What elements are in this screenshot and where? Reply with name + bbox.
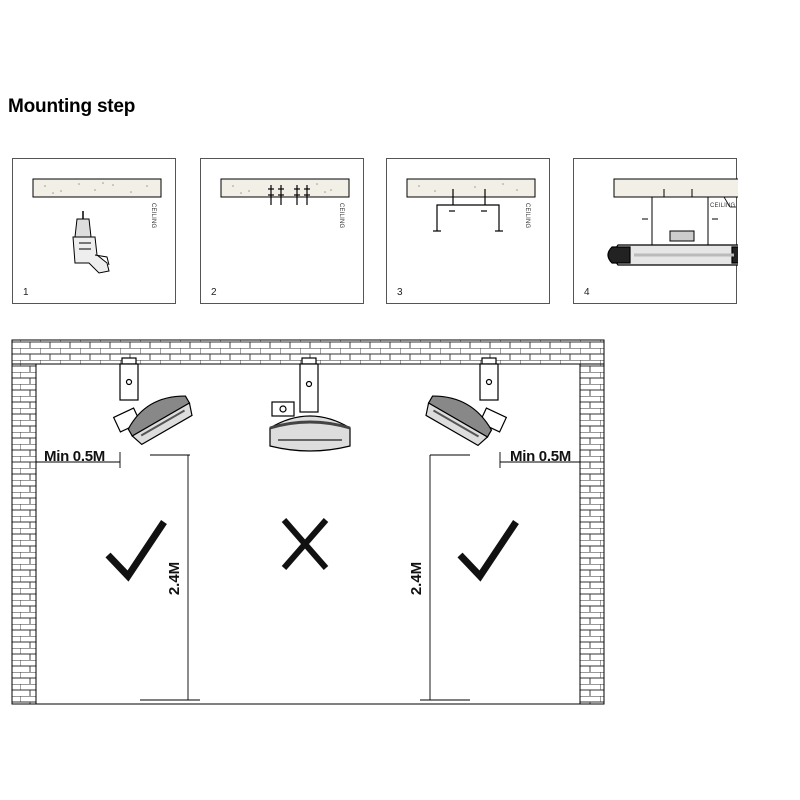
step-number: 1 [23,287,29,298]
ceiling-label: CEILING [524,203,530,229]
dimension-lines [36,452,580,701]
step-panel-3: CEILING 3 [386,158,550,304]
step-panel-1: CEILING 1 [12,158,176,304]
cross-mark-icon [281,518,329,570]
ceiling-label: CEILING [710,203,736,209]
page-title: Mounting step [8,96,136,117]
ceiling-slab [220,178,350,198]
anchor-bolts [268,185,310,205]
side-clearance-right: Min 0.5M [510,448,571,465]
step-3-drawing [406,178,536,232]
step-2-drawing [220,178,350,205]
ceiling-label: CEILING [150,203,156,229]
step-number: 4 [584,287,590,298]
step-panel-2: CEILING 2 [200,158,364,304]
drill-icon [72,211,110,274]
mounting-bracket [433,189,503,232]
ceiling-label: CEILING [338,203,344,229]
check-mark-icon [457,520,519,582]
ceiling-slab [406,178,536,198]
heater-unit [607,244,738,266]
ceiling-slab [32,178,162,198]
side-clearance-left: Min 0.5M [44,448,105,465]
step-panel-4: CEILING 4 [573,158,738,304]
mounting-bracket [642,189,718,246]
step-4-drawing [607,178,738,266]
heater-left-angled [112,357,193,446]
heater-center-horizontal [269,357,351,452]
height-clearance-left: 2.4M [166,561,184,596]
step-number: 3 [397,287,403,298]
height-clearance-right: 2.4M [408,561,426,596]
check-mark-icon [105,520,167,582]
step-number: 2 [211,287,217,298]
step-1-drawing [32,178,162,274]
heater-right-angled [425,357,508,447]
